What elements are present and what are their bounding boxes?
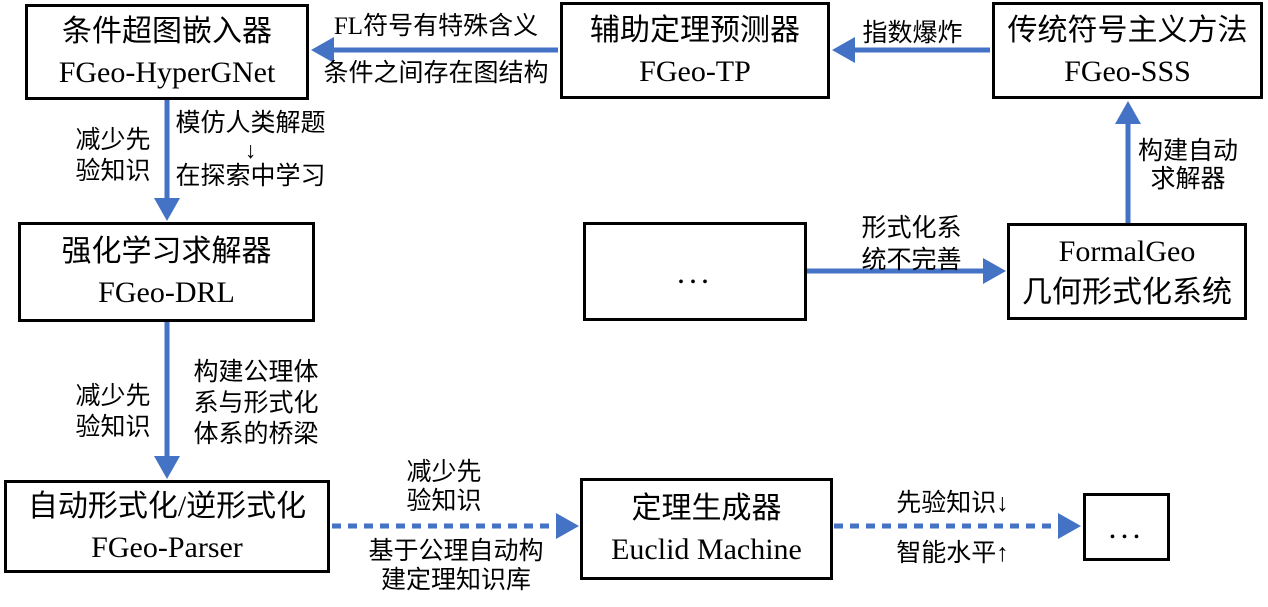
node-formalgeo: FormalGeo 几何形式化系统 [1007,223,1247,320]
node-title: 辅助定理预测器 [590,13,800,47]
label-build-solver: 构建自动 求解器 [1137,138,1238,193]
arrow-parser-to-euclid [332,513,579,539]
node-fgeo-sss: 传统符号主义方法 FGeo-SSS [992,2,1263,99]
node-title: 条件超图嵌入器 [62,15,272,48]
label-formal-system-imperfect: 形式化系 统不完善 [861,215,962,274]
node-title: 定理生成器 [631,492,782,525]
label-auto-theorem-kb: 基于公理自动构 建定理知识库 [368,538,544,594]
label-prior-knowledge-down: 先验知识↓ [896,490,1009,517]
node-ellipsis-end: ... [1083,493,1170,561]
down-arrow-icon: ↓ [244,138,257,163]
node-title: 强化学习求解器 [61,235,272,268]
node-subtitle: FGeo-TP [639,54,751,88]
label-graph-structure: 条件之间存在图结构 [323,60,549,87]
node-subtitle: FGeo-DRL [98,276,235,309]
node-fgeo-drl: 强化学习求解器 FGeo-DRL [18,222,315,322]
node-title: ... [1108,509,1145,545]
label-reduce-prior-2: 减少先 验知识 [75,383,151,441]
label-exponential-explosion: 指数爆炸 [862,20,963,47]
node-subtitle: FGeo-Parser [91,530,243,564]
label-imitate-human: 模仿人类解题 ↓ 在探索中学习 [163,110,338,191]
node-ellipsis-mid: ... [583,222,807,321]
label-intelligence-up: 智能水平↑ [896,540,1009,567]
node-euclid-machine: 定理生成器 Euclid Machine [580,478,833,580]
label-reduce-prior-1: 减少先 验知识 [75,127,151,185]
node-subtitle: 几何形式化系统 [1022,275,1232,309]
node-fgeo-tp: 辅助定理预测器 FGeo-TP [560,2,830,99]
node-subtitle: Euclid Machine [611,533,802,566]
node-fgeo-parser: 自动形式化/逆形式化 FGeo-Parser [4,480,330,573]
node-subtitle: FGeo-SSS [1064,54,1191,88]
node-title: ... [677,253,713,290]
label-axiom-bridge: 构建公理体 系与形式化 体系的桥梁 [193,359,319,448]
node-title: 自动形式化/逆形式化 [27,489,307,523]
label-fl-symbols: FL符号有特殊含义 [333,13,539,40]
node-title: FormalGeo [1058,234,1196,268]
node-subtitle: FGeo-HyperGNet [58,56,276,89]
node-title: 传统符号主义方法 [1007,13,1248,47]
label-reduce-prior-3: 减少先 验知识 [406,459,482,515]
node-fgeo-hypergnet: 条件超图嵌入器 FGeo-HyperGNet [25,4,309,100]
